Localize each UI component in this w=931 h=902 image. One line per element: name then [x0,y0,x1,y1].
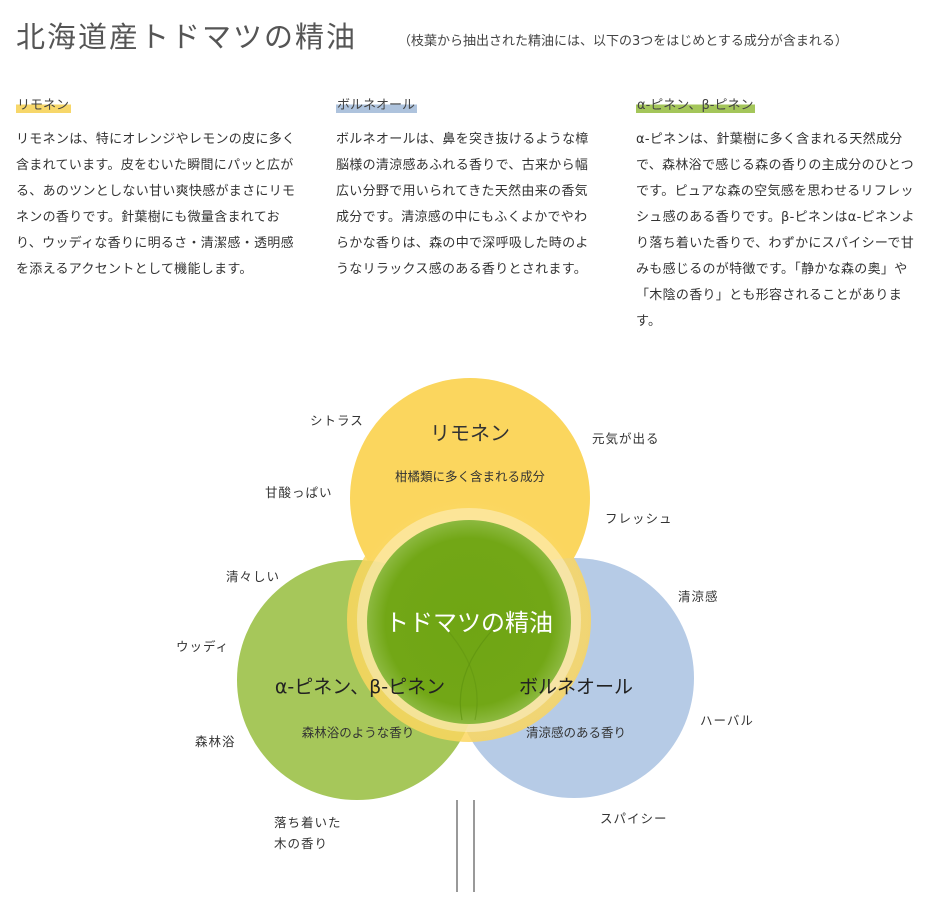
keyword-citrus: シトラス [310,413,364,428]
pinene-description: α-ピネンは、針葉樹に多く含まれる天然成分で、森林浴で感じる森の香りの主成分のひ… [636,132,915,329]
keyword-ochitsuki-line1: 落ち着いた [274,815,342,830]
pinene-circle-title: α-ピネン、β-ピネン [275,676,445,698]
center-label: トドマツの精油 [385,609,553,637]
keyword-seiryoukan: 清涼感 [678,589,719,604]
limonene-heading: リモネン [16,94,72,113]
page-subtitle: （枝葉から抽出された精油には、以下の3つをはじめとする成分が含まれる） [398,34,848,49]
keyword-sugasugashii: 清々しい [226,569,281,584]
borneol-circle-description: 清涼感のある香り [526,725,626,740]
keyword-shinrinyoku: 森林浴 [195,734,236,749]
pinene-circle-description: 森林浴のような香り [302,725,415,740]
keyword-herbal: ハーバル [700,713,754,728]
pinene-column: α-ピネン、β-ピネン α-ピネンは、針葉樹に多く含まれる天然成分で、森林浴で感… [636,94,918,335]
keyword-amasuppai: 甘酸っぱい [265,485,333,500]
limonene-circle-description: 柑橘類に多く含まれる成分 [395,469,545,484]
keyword-spicy: スパイシー [600,811,668,826]
borneol-description: ボルネオールは、鼻を突き抜けるような樟脳様の清涼感あふれる香りで、古来から幅広い… [336,132,589,277]
keyword-woody: ウッディ [176,639,230,654]
keyword-fresh: フレッシュ [605,511,673,526]
borneol-circle-title: ボルネオール [519,676,633,698]
keyword-genki: 元気が出る [592,431,660,446]
page-title: 北海道産トドマツの精油 [16,20,358,54]
limonene-circle-title: リモネン [430,421,510,445]
center-circle [367,520,571,724]
limonene-column: リモネン リモネンは、特にオレンジやレモンの皮に多く含まれています。皮をむいた瞬… [16,94,298,283]
keyword-ochitsuki-line2: 木の香り [274,836,329,851]
pinene-heading: α-ピネン、β-ピネン [636,94,756,113]
borneol-heading: ボルネオール [336,94,418,113]
borneol-column: ボルネオール ボルネオールは、鼻を突き抜けるような樟脳様の清涼感あふれる香りで、… [336,94,600,283]
limonene-description: リモネンは、特にオレンジやレモンの皮に多く含まれています。皮をむいた瞬間にパッと… [16,132,296,277]
